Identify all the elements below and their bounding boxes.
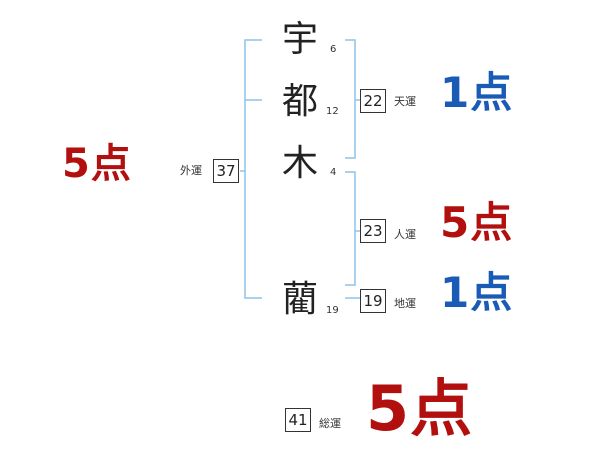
tenun-score: 1点 xyxy=(440,68,514,117)
jinun-value: 23 xyxy=(360,219,386,243)
stroke-count-4: 19 xyxy=(326,305,339,316)
tenun-label: 天運 xyxy=(394,95,416,108)
name-char-4: 藺 xyxy=(282,279,319,320)
stroke-count-1: 6 xyxy=(330,44,337,55)
gaiun-score: 5点 xyxy=(62,141,132,187)
name-char-1: 宇 xyxy=(282,19,319,60)
chiun-value: 19 xyxy=(360,289,386,313)
jinun-score: 5点 xyxy=(440,198,514,247)
chiun-score: 1点 xyxy=(440,268,514,317)
gaiun-value: 37 xyxy=(213,159,239,183)
stroke-count-2: 12 xyxy=(326,106,339,117)
stroke-count-3: 4 xyxy=(330,167,337,178)
gaiun-label: 外運 xyxy=(180,164,202,177)
souun-value: 41 xyxy=(285,408,311,432)
name-char-3: 木 xyxy=(282,143,319,184)
name-char-2: 都 xyxy=(282,81,319,122)
jinun-label: 人運 xyxy=(394,228,416,241)
souun-score: 5点 xyxy=(366,372,474,445)
chiun-label: 地運 xyxy=(394,297,416,310)
tenun-value: 22 xyxy=(360,89,386,113)
souun-label: 総運 xyxy=(319,417,341,430)
